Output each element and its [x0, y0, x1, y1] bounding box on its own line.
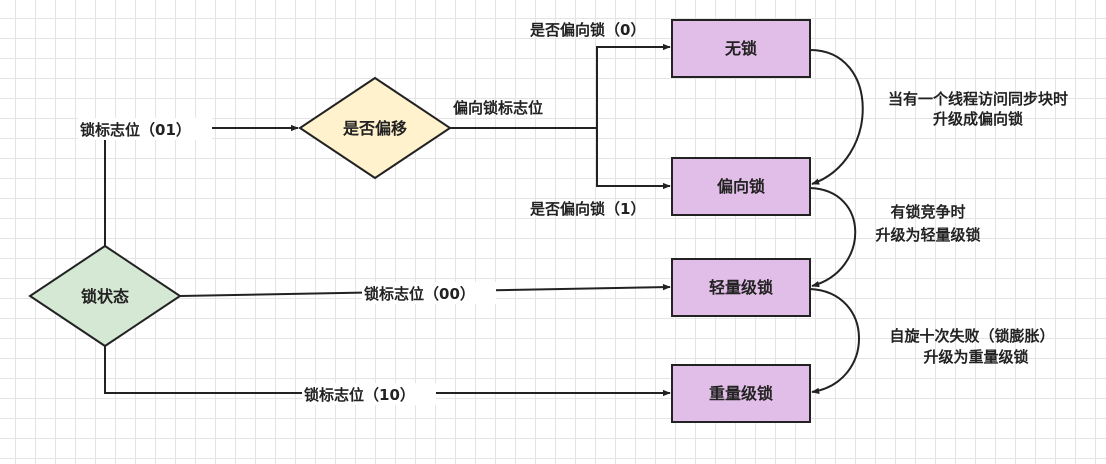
- node-heavyweight-lock: 重量级锁: [671, 364, 811, 423]
- node-no-lock-label: 无锁: [724, 39, 757, 58]
- edge-label-is-biased-0: 是否偏向锁（0）: [529, 21, 645, 39]
- node-lightweight-lock: 轻量级锁: [671, 258, 811, 317]
- transition-to-heavyweight-line2: 升级为重量级锁: [923, 348, 1028, 366]
- curve-biased-to-lightweight: [809, 187, 857, 288]
- transition-to-lightweight-line2: 升级为轻量级锁: [875, 226, 980, 244]
- node-is-biased-label: 是否偏移: [342, 119, 407, 138]
- edge-label-flag-00: 锁标志位（00）: [364, 285, 475, 303]
- edge-split-to-biased-lock: [596, 128, 671, 190]
- node-lightweight-lock-label: 轻量级锁: [709, 278, 773, 297]
- edge-state-to-heavyweight: [104, 346, 671, 397]
- node-is-biased: 是否偏移: [298, 76, 452, 180]
- curve-no-lock-to-biased: [809, 49, 864, 185]
- node-lock-state-label: 锁状态: [81, 287, 129, 306]
- node-no-lock: 无锁: [671, 19, 811, 78]
- edge-label-is-biased-1: 是否偏向锁（1）: [529, 200, 645, 218]
- transition-to-biased-line2: 升级成偏向锁: [933, 110, 1023, 128]
- node-biased-lock: 偏向锁: [671, 157, 811, 216]
- transition-to-lightweight-line1: 有锁竞争时: [890, 203, 965, 221]
- curve-lightweight-to-heavyweight: [809, 288, 860, 395]
- edge-labels: 锁标志位（01） 偏向锁标志位 是否偏向锁（0） 是否偏向锁（1） 锁标志位（0…: [78, 21, 645, 405]
- transition-labels: 当有一个线程访问同步块时 升级成偏向锁 有锁竞争时 升级为轻量级锁 自旋十次失败…: [875, 90, 1068, 366]
- transition-to-biased-line1: 当有一个线程访问同步块时: [888, 90, 1068, 108]
- node-heavyweight-lock-label: 重量级锁: [709, 384, 773, 403]
- node-lock-state: 锁状态: [28, 244, 182, 348]
- edge-split-to-no-lock: [596, 43, 671, 128]
- node-biased-lock-label: 偏向锁: [717, 177, 765, 196]
- transition-to-heavyweight-line1: 自旋十次失败（锁膨胀）: [889, 327, 1054, 345]
- edge-label-biased-flag: 偏向锁标志位: [453, 99, 543, 117]
- edge-label-flag-01: 锁标志位（01）: [80, 121, 191, 139]
- edge-label-flag-10: 锁标志位（10）: [304, 386, 415, 404]
